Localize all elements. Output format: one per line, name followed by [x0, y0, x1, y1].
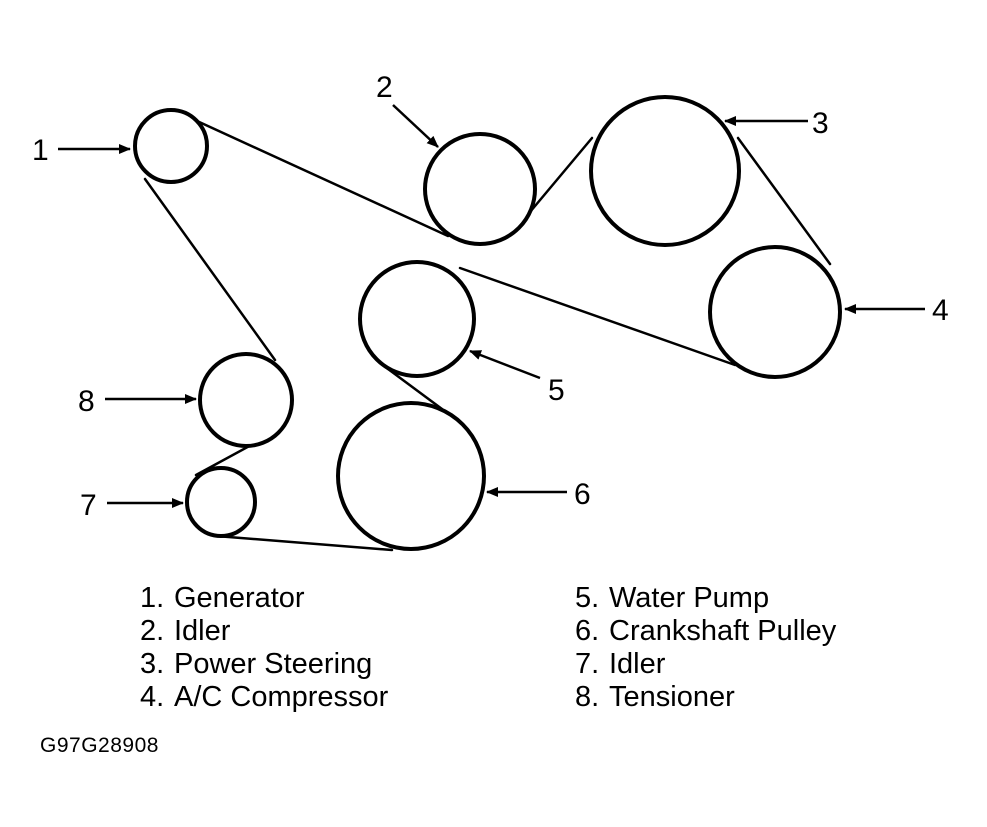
callout-arrow-2: [392, 104, 439, 148]
legend-label: Generator: [174, 582, 305, 614]
legend-label: Idler: [174, 615, 231, 647]
generator-pulley: [133, 108, 209, 184]
legend-item: 4. A/C Compressor: [140, 681, 388, 714]
legend-item: 7. Idler: [575, 648, 836, 681]
callout-number-4: 4: [932, 294, 949, 327]
legend-number: 8.: [575, 681, 600, 713]
legend-item: 1. Generator: [140, 582, 388, 615]
legend-label: A/C Compressor: [174, 681, 389, 713]
water-pump-pulley: [358, 260, 476, 378]
callout-number-3: 3: [812, 107, 829, 140]
legend-right-column: 5. Water Pump 6. Crankshaft Pulley 7. Idler…: [575, 582, 836, 714]
legend-item: 8. Tensioner: [575, 681, 836, 714]
serpentine-belt: [143, 119, 832, 552]
figure-code: G97G28908: [40, 734, 159, 757]
belt-segment: [458, 266, 737, 367]
legend-item: 2. Idler: [140, 615, 388, 648]
belt-segment: [736, 136, 832, 266]
belt-segment: [195, 119, 450, 238]
crankshaft-pulley: [336, 401, 486, 551]
power-steering-pulley: [589, 95, 741, 247]
legend-label: Water Pump: [609, 582, 770, 614]
callout-number-8: 8: [78, 385, 95, 418]
ac-compressor-pulley: [708, 245, 842, 379]
legend-number: 2.: [140, 615, 165, 647]
legend-label: Tensioner: [609, 681, 735, 713]
legend-label: Power Steering: [174, 648, 373, 680]
legend-number: 1.: [140, 582, 165, 614]
legend-label: Idler: [609, 648, 666, 680]
legend-number: 3.: [140, 648, 165, 680]
callout-number-2: 2: [376, 71, 393, 104]
lower-idler-pulley: [185, 466, 257, 538]
callout-number-7: 7: [80, 489, 97, 522]
callout-number-6: 6: [574, 478, 591, 511]
belt-segment: [528, 136, 594, 214]
legend-item: 5. Water Pump: [575, 582, 836, 615]
legend-left-column: 1. Generator 2. Idler 3. Power Steering 4. A…: [140, 582, 388, 714]
tensioner-pulley: [198, 352, 294, 448]
belt-segment: [143, 177, 277, 362]
legend-number: 4.: [140, 681, 165, 713]
callout-number-1: 1: [32, 134, 49, 167]
belt-segment: [214, 534, 394, 552]
callout-number-5: 5: [548, 374, 565, 407]
legend-label: Crankshaft Pulley: [609, 615, 837, 647]
legend-number: 7.: [575, 648, 600, 680]
upper-idler-pulley: [423, 132, 537, 246]
legend-item: 6. Crankshaft Pulley: [575, 615, 836, 648]
legend-number: 5.: [575, 582, 600, 614]
callout-arrow-5: [469, 349, 541, 380]
legend-item: 3. Power Steering: [140, 648, 388, 681]
legend-number: 6.: [575, 615, 600, 647]
